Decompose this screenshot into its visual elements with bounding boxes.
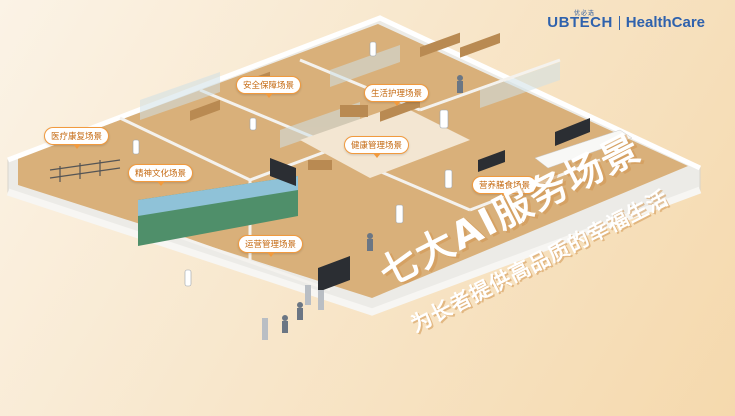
logo-separator xyxy=(618,15,620,30)
label-health-management: 健康管理场景 xyxy=(344,136,410,154)
landscape-mural-sky xyxy=(138,176,298,216)
tv-screens xyxy=(270,118,590,292)
label-nutrition-diet: 营养膳食场景 xyxy=(472,176,538,194)
ubtech-healthcare-logo: 优必选 UBTECH HealthCare xyxy=(547,8,705,31)
label-daily-care: 生活护理场景 xyxy=(364,84,430,102)
label-medical-rehab: 医疗康复场景 xyxy=(44,127,110,145)
people xyxy=(282,75,463,333)
entrance-gates xyxy=(262,285,324,340)
label-spiritual-culture: 精神文化场景 xyxy=(128,164,194,182)
label-safety-security: 安全保障场景 xyxy=(236,76,302,94)
service-robots xyxy=(132,41,453,287)
outer-wall-front xyxy=(6,186,702,316)
logo-chinese-text: 优必选 xyxy=(573,10,595,17)
logo-brand: UBTECH xyxy=(547,14,613,31)
rehab-equipment xyxy=(49,159,121,182)
outer-wall-top xyxy=(7,15,702,171)
kitchen-counter xyxy=(534,129,633,169)
label-operations-management: 运营管理场景 xyxy=(238,235,304,253)
logo-product: HealthCare xyxy=(625,14,705,31)
